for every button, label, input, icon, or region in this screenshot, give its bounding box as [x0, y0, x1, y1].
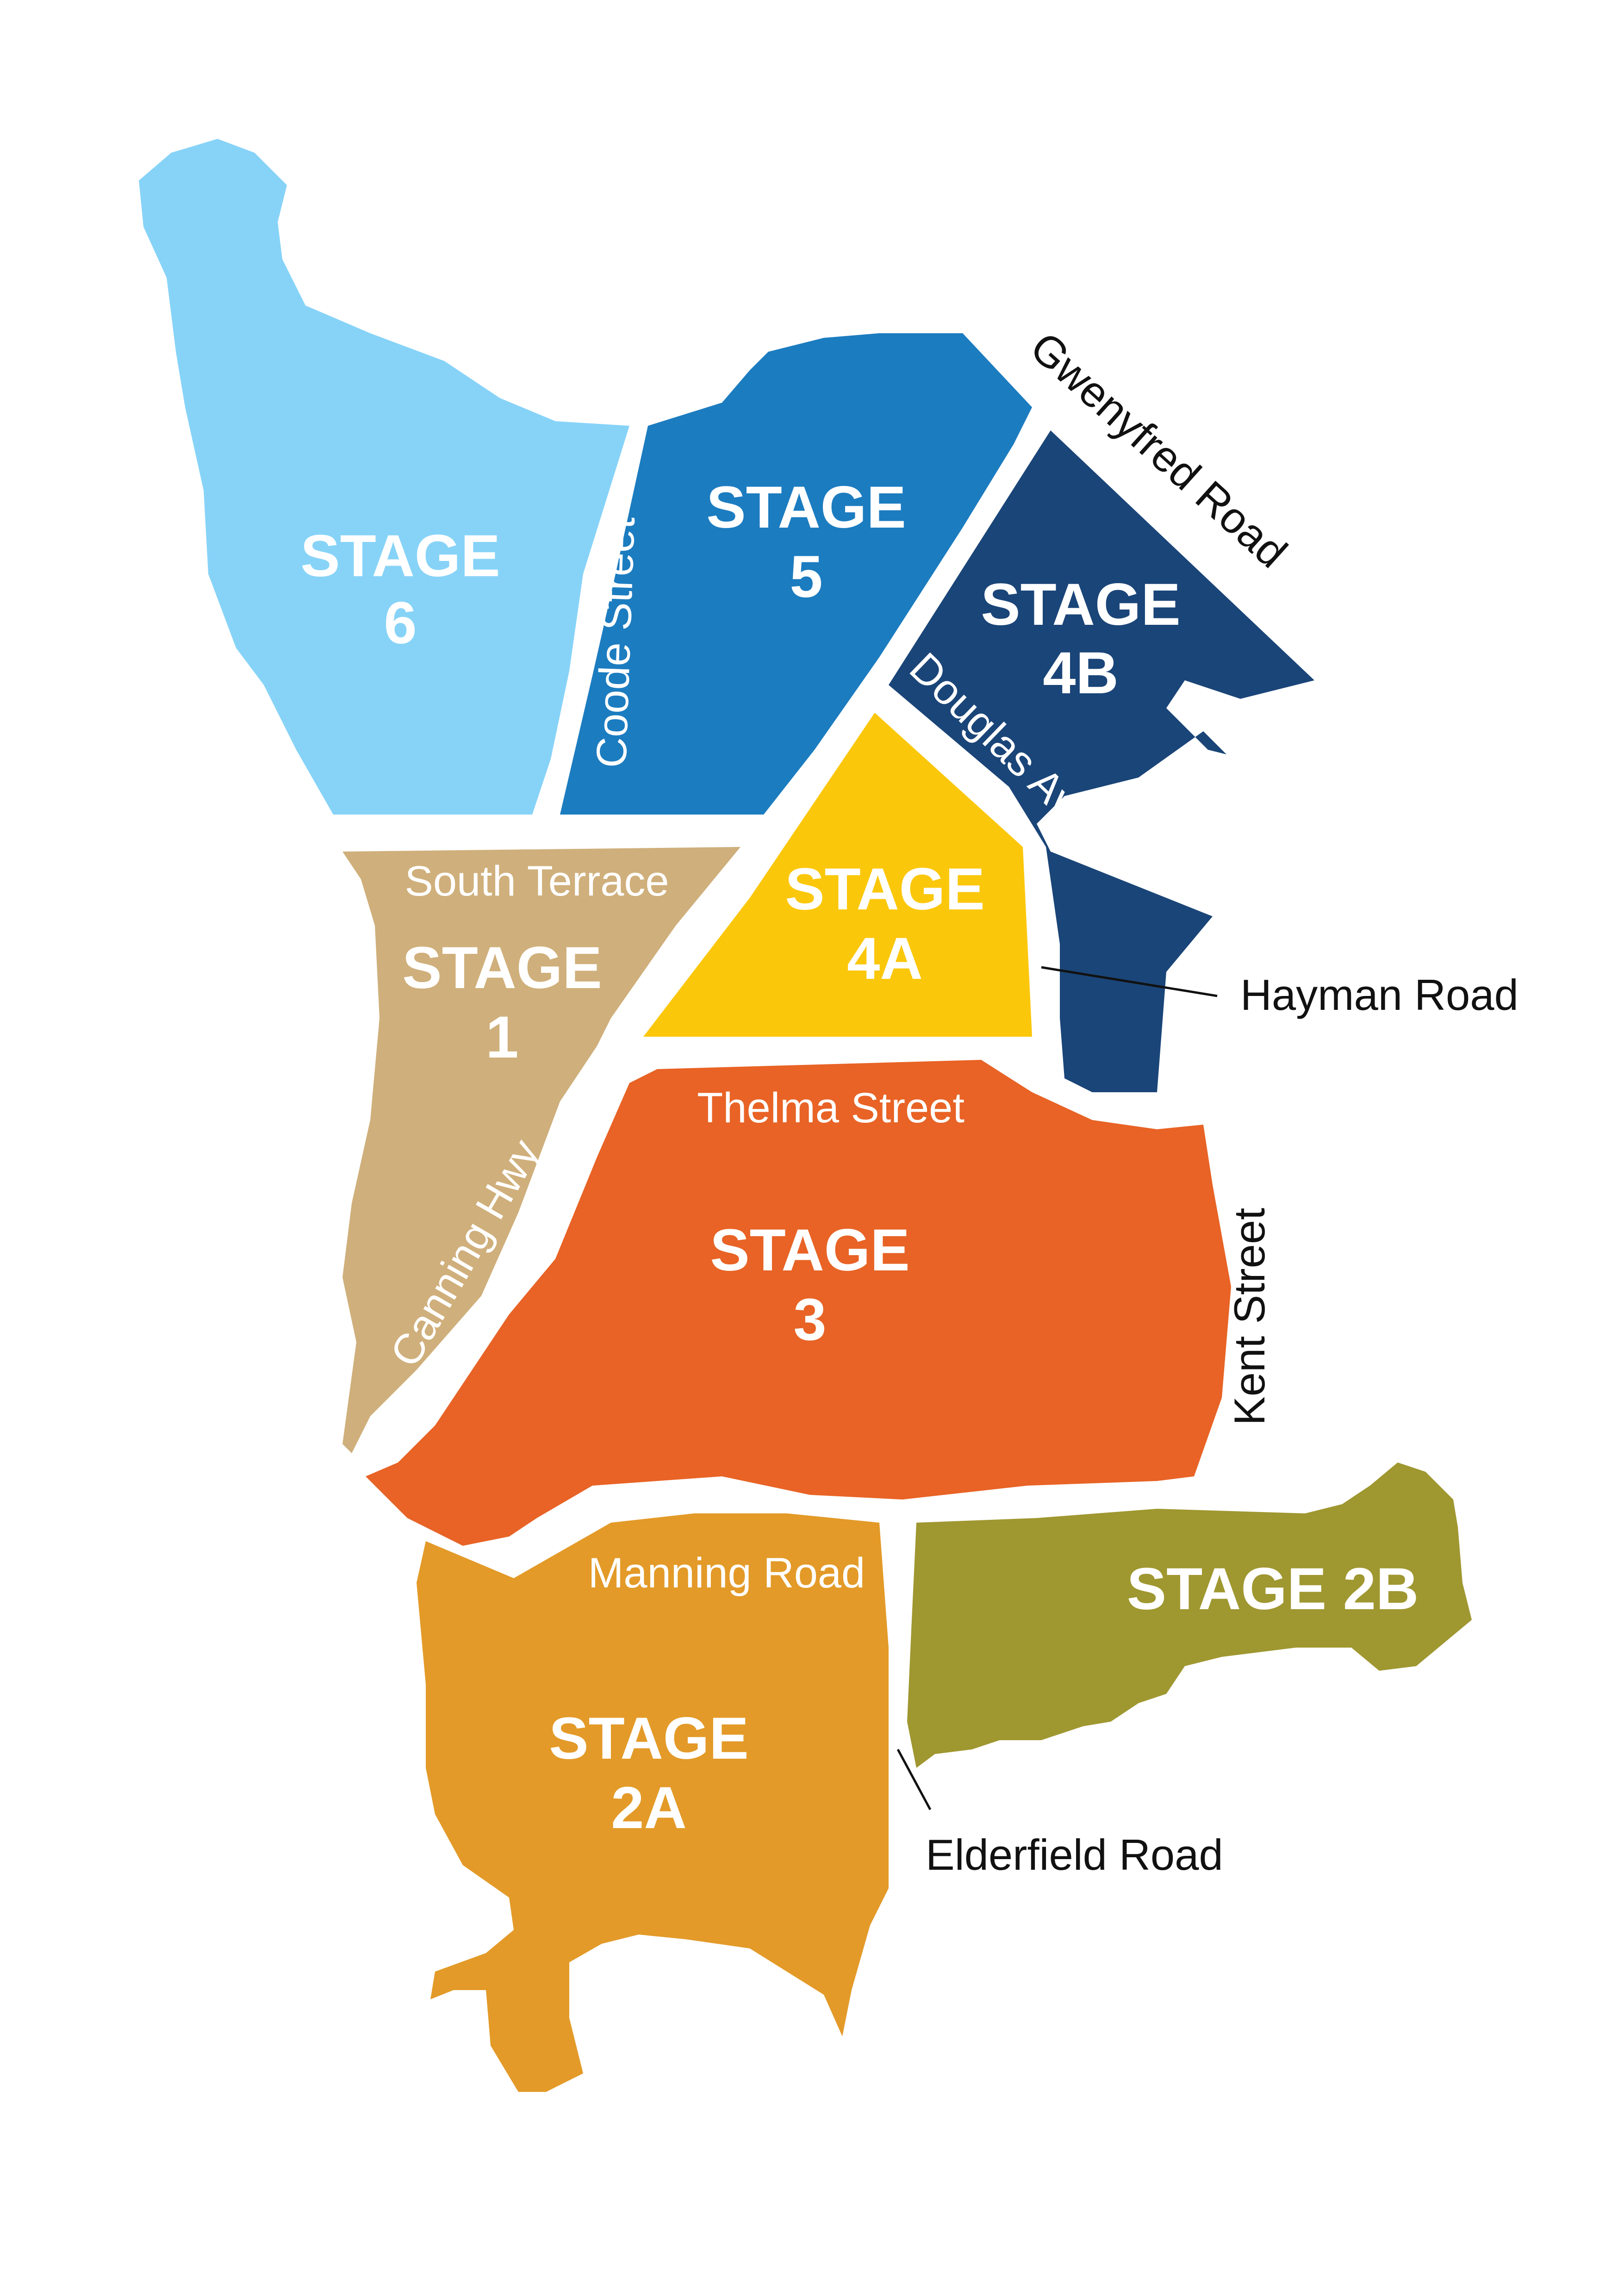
road-label-elderfield-road: Elderfield Road — [926, 1830, 1223, 1879]
stage-6-area — [139, 139, 629, 815]
road-label-thelma-street: Thelma Street — [697, 1084, 965, 1132]
stage-2a-label: STAGE — [549, 1705, 748, 1772]
stage-6-zone[interactable]: STAGE 6 — [139, 139, 629, 815]
stage-4b-zone[interactable]: STAGE 4B — [889, 430, 1314, 1092]
elderfield-road-leader-line — [896, 1748, 932, 1811]
stage-2a-area — [417, 1513, 889, 2092]
stage-4b-number: 4B — [1043, 640, 1119, 706]
stage-5-area — [560, 333, 1032, 815]
stage-2a-number: 2A — [611, 1775, 687, 1841]
road-label-manning-road: Manning Road — [588, 1549, 865, 1597]
stage-6-label: STAGE — [300, 523, 500, 589]
stage-4a-number: 4A — [847, 926, 923, 992]
stage-4b-area — [889, 430, 1314, 1092]
road-label-hayman-road: Hayman Road — [1240, 971, 1518, 1019]
road-label-coode-street: Coode Street — [588, 516, 644, 768]
stage-6-number: 6 — [384, 590, 417, 656]
stage-2b-area — [907, 1462, 1472, 1768]
stage-4a-zone[interactable]: STAGE 4A — [643, 713, 1032, 1037]
stage-3-zone[interactable]: STAGE 3 — [366, 1060, 1231, 1546]
stage-2b-zone[interactable]: STAGE 2B — [907, 1462, 1472, 1768]
stage-5-zone[interactable]: STAGE 5 — [560, 333, 1032, 815]
stage-2b-label: STAGE 2B — [1127, 1556, 1419, 1622]
hayman-road-leader-line — [1041, 966, 1218, 997]
stage-4a-label: STAGE — [785, 856, 984, 922]
stage-5-label: STAGE — [706, 474, 906, 541]
stage-3-label: STAGE — [710, 1217, 909, 1283]
road-label-kent-street: Kent Street — [1225, 1208, 1274, 1425]
stage-2a-zone[interactable]: STAGE 2A — [417, 1513, 889, 2092]
stage-1-label: STAGE — [402, 935, 602, 1001]
stage-4a-area — [643, 713, 1032, 1037]
stage-4b-label: STAGE — [981, 572, 1180, 638]
stage-1-zone[interactable]: STAGE 1 — [342, 847, 741, 1453]
stage-1-number: 1 — [485, 1004, 518, 1070]
stage-1-area — [342, 847, 741, 1453]
road-label-south-terrace: South Terrace — [404, 858, 669, 905]
stage-3-area — [366, 1060, 1231, 1546]
stage-3-number: 3 — [793, 1287, 826, 1353]
stage-5-number: 5 — [790, 544, 822, 610]
